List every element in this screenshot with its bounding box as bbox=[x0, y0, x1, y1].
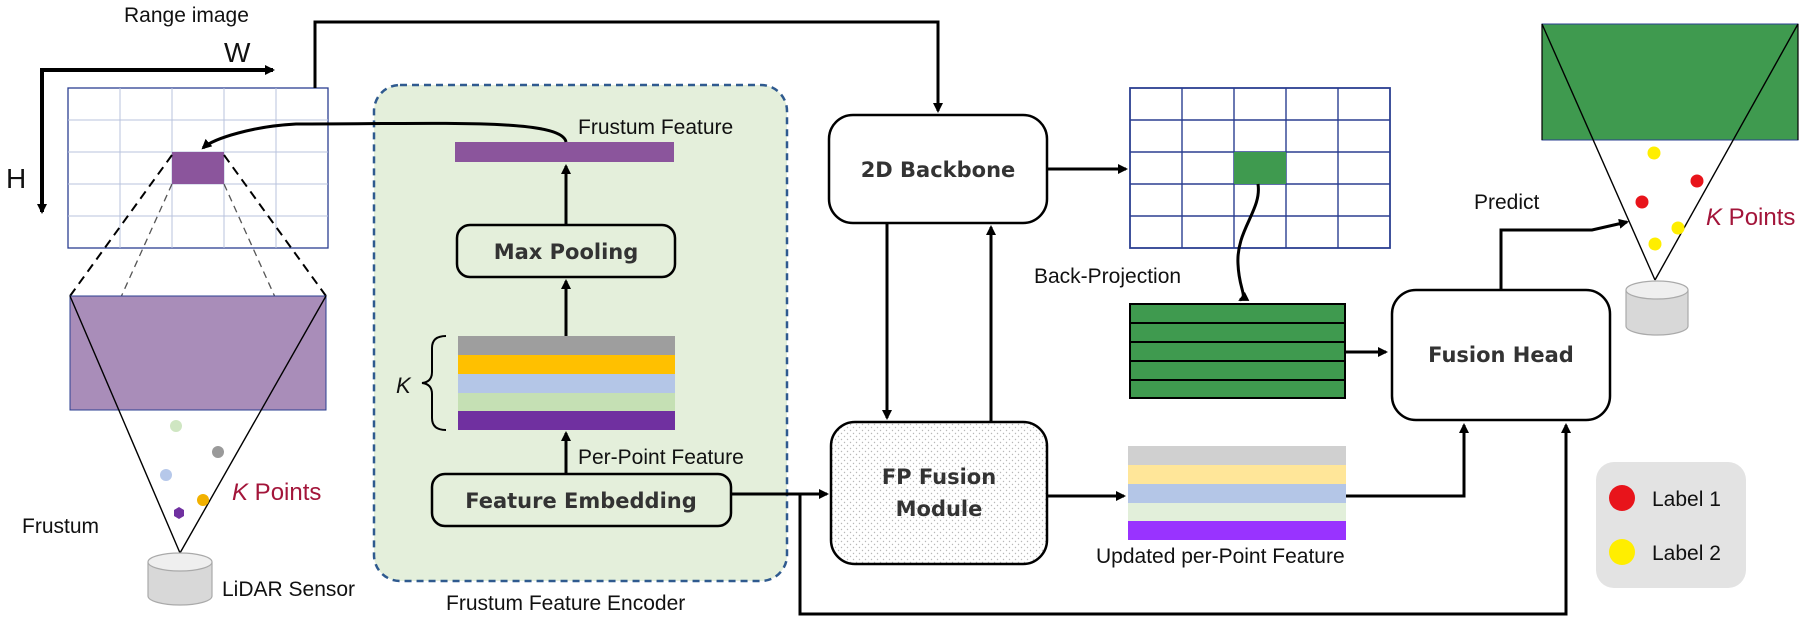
legend-label2: Label 2 bbox=[1652, 542, 1721, 565]
feature-embedding-box bbox=[430, 472, 733, 528]
predict-label: Predict bbox=[1474, 191, 1540, 214]
points-word: Points bbox=[248, 479, 321, 506]
fp-fusion-module-box bbox=[829, 420, 1049, 566]
label2-swatch bbox=[1609, 539, 1635, 565]
back-projection-label: Back-Projection bbox=[1034, 265, 1181, 288]
frustum-feature-label: Frustum Feature bbox=[578, 116, 733, 139]
output-points-word: Points bbox=[1722, 204, 1795, 231]
lidar-sensor-icon bbox=[147, 552, 213, 606]
frustum-feature-bar bbox=[455, 142, 674, 162]
encoder-caption: Frustum Feature Encoder bbox=[446, 592, 685, 615]
frustum-k-points: K Points bbox=[232, 479, 321, 506]
updated-per-point-feature-stack bbox=[1128, 446, 1346, 540]
lidar-sensor-label: LiDAR Sensor bbox=[222, 578, 355, 601]
max-pooling-label: Max Pooling bbox=[494, 240, 639, 264]
per-point-feature-label: Per-Point Feature bbox=[578, 446, 744, 469]
output-sensor-icon bbox=[1625, 280, 1689, 336]
frustum-feature-encoder bbox=[372, 83, 789, 583]
output-points bbox=[1635, 146, 1704, 251]
frustum-label: Frustum bbox=[22, 515, 99, 538]
legend-panel bbox=[1596, 462, 1746, 588]
frustum-points bbox=[160, 420, 224, 519]
height-label: H bbox=[6, 163, 26, 194]
output-k-italic: K bbox=[1706, 204, 1723, 231]
k-brace bbox=[421, 335, 447, 431]
frustum-feature-pixel bbox=[172, 152, 224, 184]
label1-swatch bbox=[1609, 485, 1635, 511]
output-k-points: K Points bbox=[1706, 204, 1795, 231]
feature-embedding-label: Feature Embedding bbox=[465, 489, 697, 513]
k-label: K bbox=[396, 373, 412, 398]
back-projected-features bbox=[1129, 303, 1346, 399]
per-point-feature-stack bbox=[458, 336, 675, 430]
backbone-label: 2D Backbone bbox=[861, 158, 1016, 182]
width-label: W bbox=[224, 37, 251, 68]
range-image-title: Range image bbox=[124, 4, 249, 27]
frustum-region bbox=[69, 295, 327, 411]
range-image-grid bbox=[67, 87, 329, 249]
k-italic: K bbox=[232, 479, 249, 506]
feature-map-grid bbox=[1129, 87, 1391, 249]
feature-map-pixel bbox=[1234, 152, 1286, 184]
fusion-head-label: Fusion Head bbox=[1428, 343, 1574, 367]
legend-label1: Label 1 bbox=[1652, 488, 1721, 511]
fp-fusion-line1: FP Fusion bbox=[882, 465, 996, 489]
output-frustum-region bbox=[1541, 23, 1799, 141]
updated-feature-label: Updated per-Point Feature bbox=[1096, 545, 1345, 568]
fp-fusion-line2: Module bbox=[896, 497, 983, 521]
